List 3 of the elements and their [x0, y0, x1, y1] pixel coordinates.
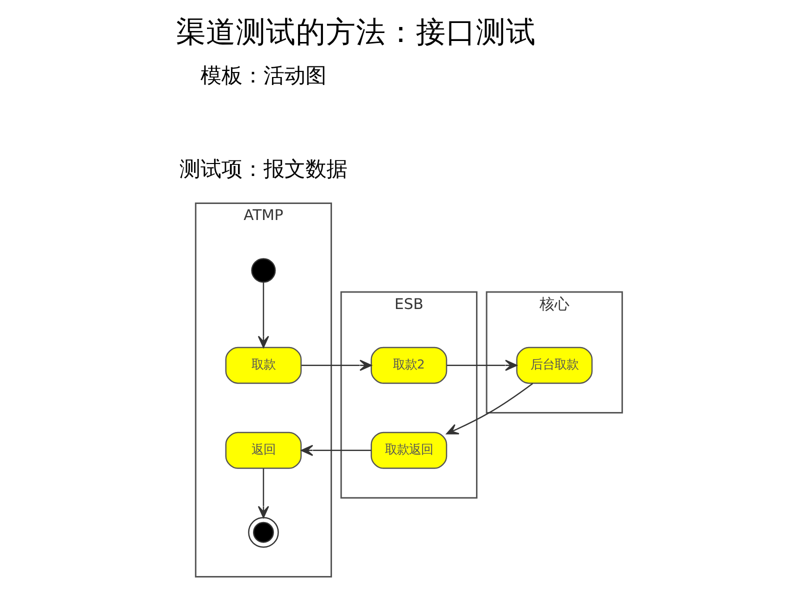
diagram-title: 渠道测试的方法：接口测试: [176, 14, 536, 49]
label: 模板：活动图: [200, 64, 326, 88]
label: 测试项：报文数据: [179, 157, 348, 182]
